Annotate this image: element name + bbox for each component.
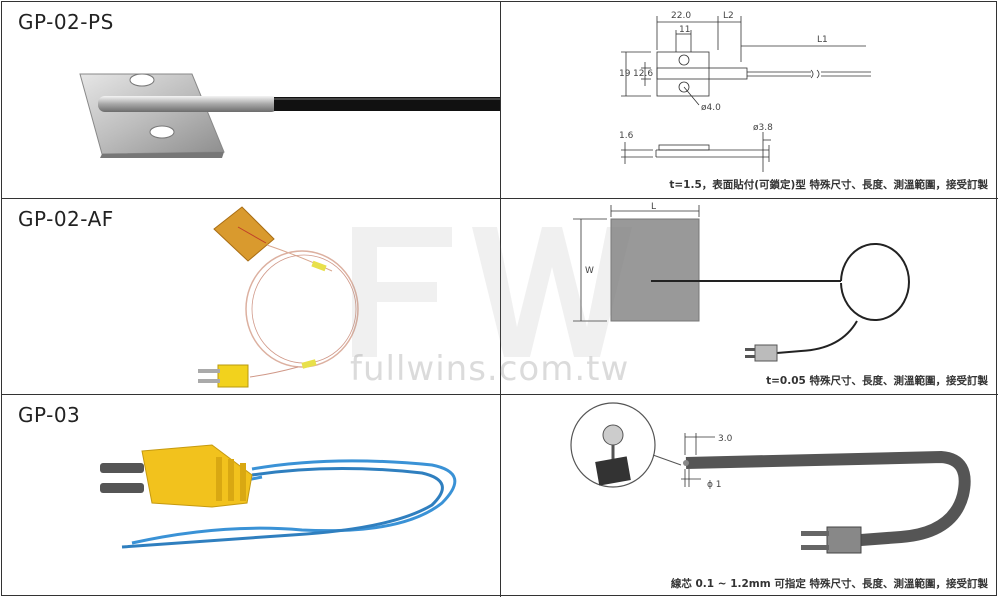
gp-02-af-product-image — [198, 206, 359, 388]
dim-w: W — [585, 266, 594, 276]
spec-caption: t=1.5，表面貼付(可鎖定)型 特殊尺寸、長度、測溫範圍，接受訂製 — [669, 179, 988, 191]
row-divider — [2, 394, 998, 395]
spec-caption: t=0.05 特殊尺寸、長度、測溫範圍，接受訂製 — [766, 375, 988, 387]
dim-3-0: 3.0 — [718, 434, 733, 444]
dim-l: L — [651, 202, 656, 212]
model-label: GP-03 — [18, 403, 81, 427]
gp-02-ps-photo-cell: GP-02-PS — [2, 2, 500, 198]
model-label: GP-02-PS — [18, 10, 114, 34]
gp-02-ps-product-image — [79, 73, 500, 158]
gp-03-drawing-cell: 3.0 ϕ 1 線芯 0.1 ~ 1.2mm 可指定 特殊尺寸、長度、測溫範圍，… — [501, 395, 998, 597]
gp-02-af-drawing-cell: L W t=0.05 特殊尺寸、長度、測溫範圍，接受訂製 — [501, 199, 998, 394]
gp-03-dimension-drawing: 3.0 ϕ 1 — [570, 402, 971, 554]
model-label: GP-02-AF — [18, 207, 114, 231]
gp-02-af-dimension-drawing: L W — [573, 202, 910, 362]
gp-03-photo-cell: GP-03 — [2, 395, 500, 597]
gp-03-product-image — [100, 444, 457, 549]
gp-02-ps-drawing-cell: 22.0 L2 11 L1 19 12.6 ø4.0 1.6 ø3.8 t=1.… — [501, 2, 998, 198]
column-divider — [500, 2, 501, 597]
spec-caption: 線芯 0.1 ~ 1.2mm 可指定 特殊尺寸、長度、測溫範圍，接受訂製 — [670, 578, 988, 590]
row-divider — [2, 198, 998, 199]
gp-02-af-photo-cell: GP-02-AF — [2, 199, 500, 394]
dim-1: ϕ 1 — [707, 480, 722, 490]
gp-02-ps-dimension-drawing — [621, 16, 871, 172]
